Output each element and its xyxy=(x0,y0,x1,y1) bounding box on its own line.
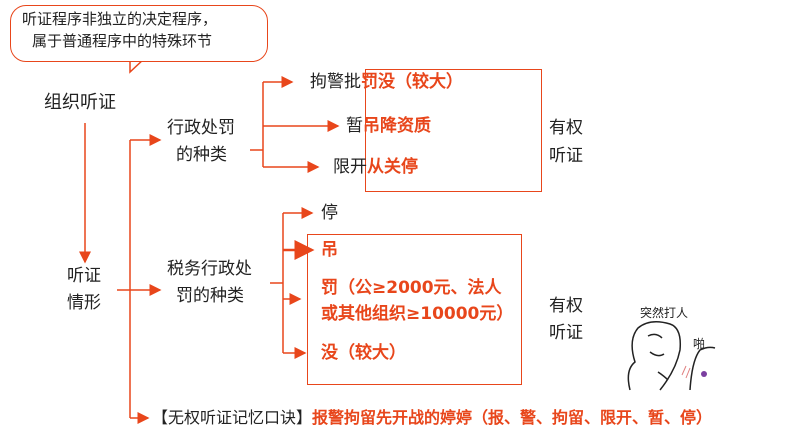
meme-sticker: 突然打人 啪 xyxy=(620,300,720,400)
admin-title-2: 的种类 xyxy=(176,145,227,165)
admin-result-2: 听证 xyxy=(549,146,583,166)
tax-title-1: 税务行政处 xyxy=(167,259,252,279)
item-highlight: 罚没（较大） xyxy=(361,72,463,92)
admin-item-1: 拘警批罚没（较大） xyxy=(310,71,463,93)
speech-bubble xyxy=(10,5,268,62)
tax-title-2: 罚的种类 xyxy=(176,286,244,306)
tax-item-2b: 或其他组织≥10000元） xyxy=(321,304,514,324)
item-plain: 暂 xyxy=(346,116,363,136)
tax-result-2: 听证 xyxy=(549,323,583,343)
admin-highlight-box xyxy=(365,69,542,192)
mnemonic-line: 【无权听证记忆口诀】报警拘留先开战的婷婷（报、警、拘留、限开、暂、停） xyxy=(152,407,712,429)
mnemonic-label: 【无权听证记忆口诀】 xyxy=(152,408,313,427)
meme-caption: 突然打人 xyxy=(640,306,689,320)
item-plain: 限开 xyxy=(333,157,367,177)
meme-sound: 啪 xyxy=(693,337,706,351)
mnemonic-text: 报警拘留先开战的婷婷（报、警、拘留、限开、暂、停） xyxy=(312,408,713,427)
admin-item-3: 限开从关停 xyxy=(333,156,418,178)
cases-label-2: 情形 xyxy=(67,293,101,313)
admin-title-1: 行政处罚 xyxy=(167,118,235,138)
tax-item-stop: 停 xyxy=(321,203,338,223)
admin-result-1: 有权 xyxy=(549,118,583,138)
admin-item-2: 暂吊降资质 xyxy=(346,115,431,137)
tax-result-1: 有权 xyxy=(549,296,583,316)
cases-label-1: 听证 xyxy=(67,266,101,286)
tax-item-3: 没（较大） xyxy=(321,343,406,363)
tax-item-1: 吊 xyxy=(321,240,338,260)
root-label: 组织听证 xyxy=(44,92,116,113)
bubble-line-2: 属于普通程序中的特殊环节 xyxy=(32,32,213,50)
tax-item-2a: 罚（公≥2000元、法人 xyxy=(321,278,502,298)
item-plain: 拘警批 xyxy=(310,72,361,92)
bubble-line-1: 听证程序非独立的决定程序， xyxy=(22,10,218,28)
item-highlight: 吊降资质 xyxy=(363,116,431,136)
bear-face-icon xyxy=(627,321,716,391)
tax-highlight-box xyxy=(307,234,522,385)
item-highlight: 从关停 xyxy=(367,157,418,177)
